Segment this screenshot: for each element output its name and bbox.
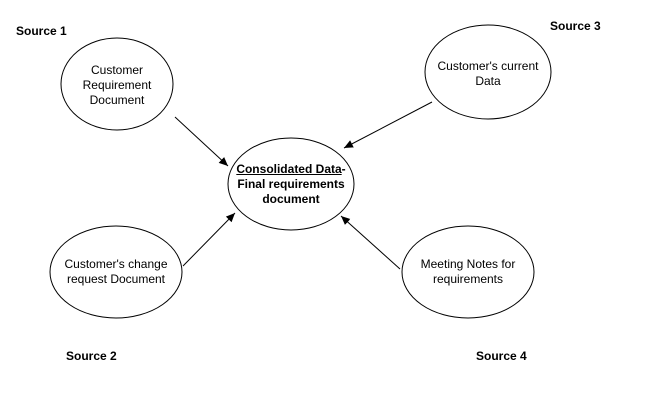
node-source-2-text: Customer's change request Document <box>56 257 176 287</box>
arrow-source-1-to-center <box>174 116 229 167</box>
node-source-3-ellipse <box>424 24 552 120</box>
center-title-suffix: - <box>341 162 346 176</box>
arrow-source-4-to-center <box>340 215 401 270</box>
node-source-4-line-2: requirements <box>432 272 504 286</box>
arrow-source-2-to-center <box>182 212 236 267</box>
source-1-label: Source 1 <box>16 24 67 38</box>
node-center-text: Consolidated Data- Final requirements do… <box>226 162 356 207</box>
node-source-3-line-2: Data <box>475 74 501 88</box>
center-line-2: Final requirements <box>237 177 345 191</box>
node-source-1-line-2: Requirement <box>82 78 152 92</box>
arrow-source-3-to-center <box>343 101 433 149</box>
node-source-2-ellipse <box>49 225 183 319</box>
source-2-label: Source 2 <box>66 349 117 363</box>
node-source-1-line-1: Customer <box>90 63 143 77</box>
source-3-label: Source 3 <box>550 19 601 33</box>
node-source-4-ellipse <box>401 225 535 319</box>
node-source-3-text: Customer's current Data <box>428 59 548 89</box>
source-4-label: Source 4 <box>476 349 527 363</box>
node-source-1-text: Customer Requirement Document <box>67 63 167 108</box>
node-source-1-ellipse <box>60 37 174 131</box>
node-center-ellipse <box>227 137 355 231</box>
node-source-4-text: Meeting Notes for requirements <box>408 257 528 287</box>
node-source-2-line-1: Customer's change <box>64 257 168 271</box>
center-title-underlined: Consolidated Data <box>236 162 342 176</box>
center-line-3: document <box>262 192 320 206</box>
node-source-1-line-3: Document <box>89 93 145 107</box>
node-source-2-line-2: request Document <box>66 272 166 286</box>
center-title: Consolidated Data- <box>226 162 356 177</box>
node-source-3-line-1: Customer's current <box>437 59 539 73</box>
node-source-4-line-1: Meeting Notes for <box>420 257 516 271</box>
